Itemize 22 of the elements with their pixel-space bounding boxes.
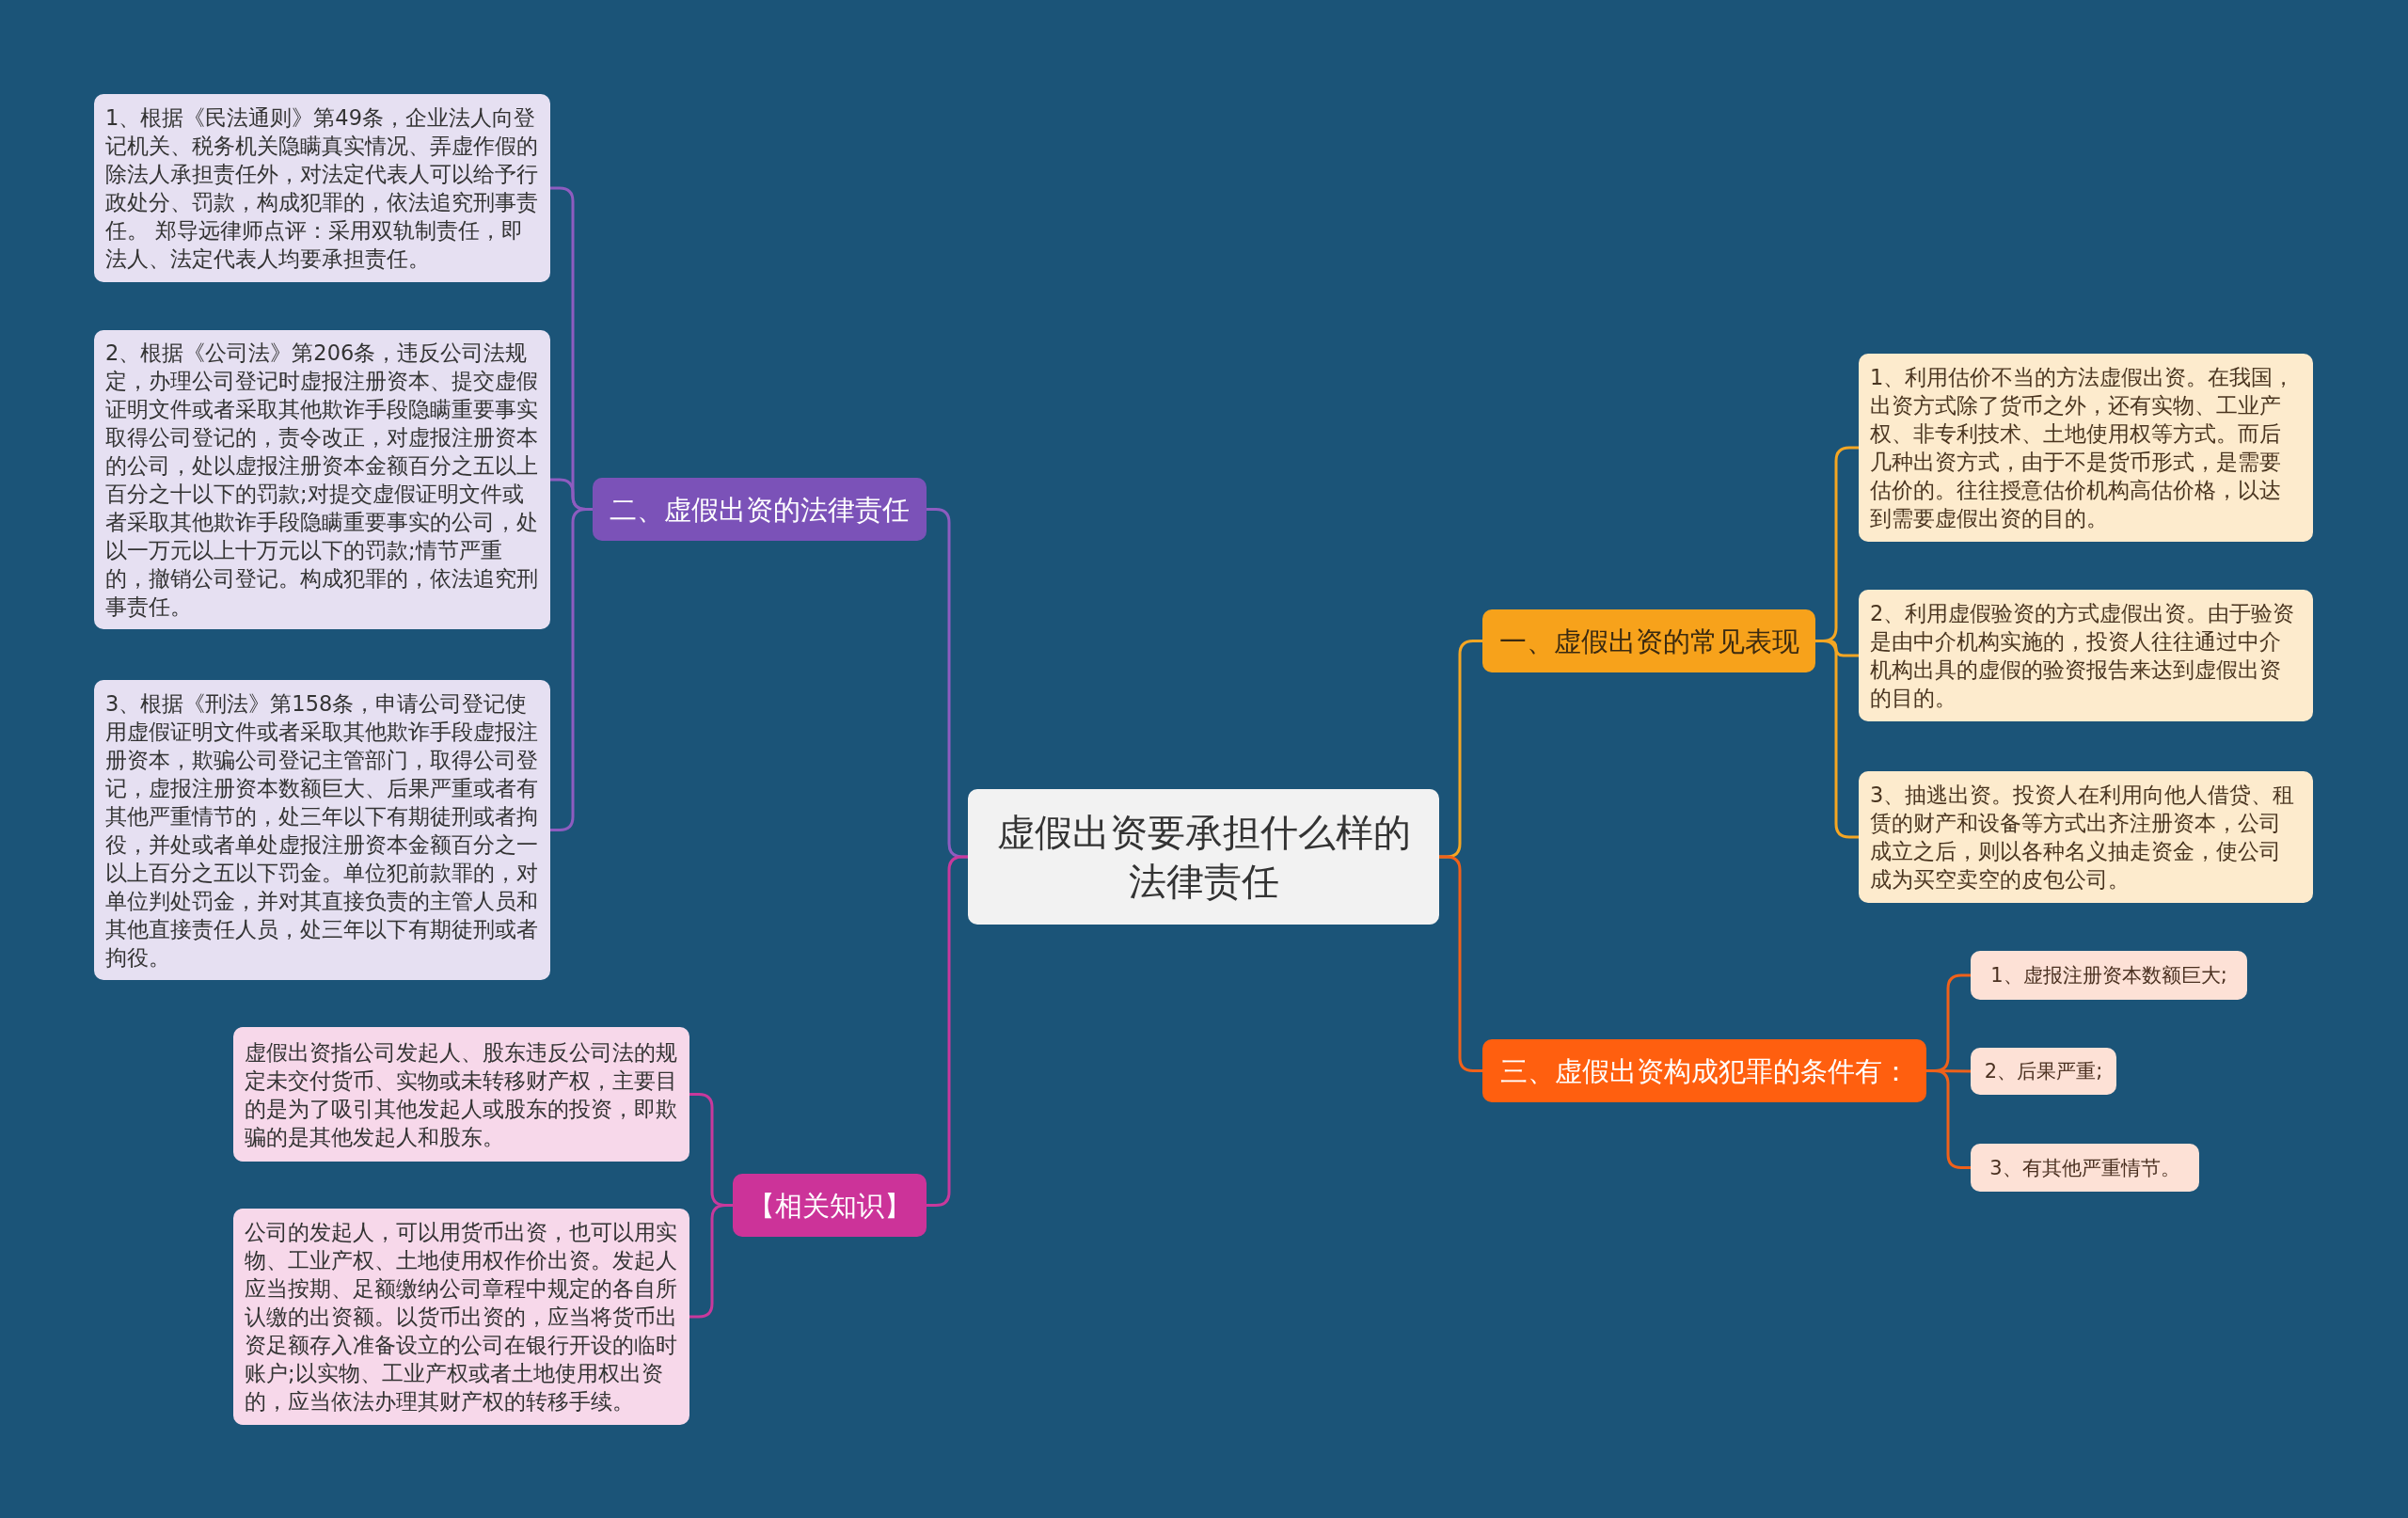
connector-line [1926, 1069, 1971, 1169]
connector-line [689, 1204, 733, 1319]
note-box: 1、虚报注册资本数额巨大; [1971, 951, 2247, 1000]
branch-box: 【相关知识】 [733, 1174, 927, 1237]
note-box: 1、利用估价不当的方法虚假出资。在我国，出资方式除了货币之外，还有实物、工业产权、非专利技术、土地使用权等方式。而后几种出资方式，由于不是货币形式，是需要估价的。往往授意估价机构高估价格，以达到需要虚假出资的目的。 [1859, 354, 2313, 542]
note-box: 3、抽逃出资。投资人在利用向他人借贷、租赁的财产和设备等方式出齐注册资本，公司成立之后，则以各种名义抽走资金，使公司成为买空卖空的皮包公司。 [1859, 771, 2313, 903]
connector-line [550, 508, 593, 831]
note-box: 3、根据《刑法》第158条，申请公司登记使用虚假证明文件或者采取其他欺诈手段虚报注册资本，欺骗公司登记主管部门，取得公司登记，虚报注册资本数额巨大、后果严重或者有其他严重情节的，处三年以下有期徒刑或者拘役，并处或者单处虚报注册资本金额百分之一以上百分之五以下罚金。单位犯前款罪的，对单位判处罚金，并对其直接负责的主管人员和其他直接责任人员，处三年以下有期徒刑或者拘役。 [94, 680, 550, 980]
branch-box: 二、虚假出资的法律责任 [593, 478, 927, 541]
topic-box: 虚假出资要承担什么样的法律责任 [968, 789, 1439, 925]
connector-line [1815, 640, 1859, 839]
note-box: 公司的发起人，可以用货币出资，也可以用实物、工业产权、土地使用权作价出资。发起人应当按期、足额缴纳公司章程中规定的各自所认缴的出资额。以货币出资的，应当将货币出资足额存入准备设立的公司在银行开设的临时账户;以实物、工业产权或者土地使用权出资的，应当依法办理其财产权的转移手续。 [233, 1209, 689, 1425]
note-box: 2、后果严重; [1971, 1048, 2116, 1095]
branch-box: 一、虚假出资的常见表现 [1482, 609, 1815, 672]
note-box: 虚假出资指公司发起人、股东违反公司法的规定未交付货币、实物或未转移财产权，主要目的是为了吸引其他发起人或股东的投资，即欺骗的是其他发起人和股东。 [233, 1027, 689, 1162]
note-box: 3、有其他严重情节。 [1971, 1144, 2199, 1192]
note-box: 2、利用虚假验资的方式虚假出资。由于验资是由中介机构实施的，投资人往往通过中介机构出具的虚假的验资报告来达到虚假出资的目的。 [1859, 590, 2313, 721]
connector-line [927, 855, 968, 1207]
branch-box: 三、虚假出资构成犯罪的条件有： [1482, 1039, 1926, 1102]
note-box: 1、根据《民法通则》第49条，企业法人向登记机关、税务机关隐瞒真实情况、弄虚作假的除法人承担责任外，对法定代表人可以给予行政处分、罚款，构成犯罪的，依法追究刑事责任。 郑导远律师点评：采用双轨制责任，即法人、法定代表人均要承担责任。 [94, 94, 550, 282]
connector-line [1439, 855, 1482, 1072]
note-box: 2、根据《公司法》第206条，违反公司法规定，办理公司登记时虚报注册资本、提交虚假证明文件或者采取其他欺诈手段隐瞒重要事实取得公司登记的，责令改正，对虚报注册资本的公司，处以虚报注册资本金额百分之五以上百分之十以下的罚款;对提交虚假证明文件或者采取其他欺诈手段隐瞒重要事实的公司，处以一万元以上十万元以下的罚款;情节严重的，撤销公司登记。构成犯罪的，依法追究刑事责任。 [94, 330, 550, 629]
